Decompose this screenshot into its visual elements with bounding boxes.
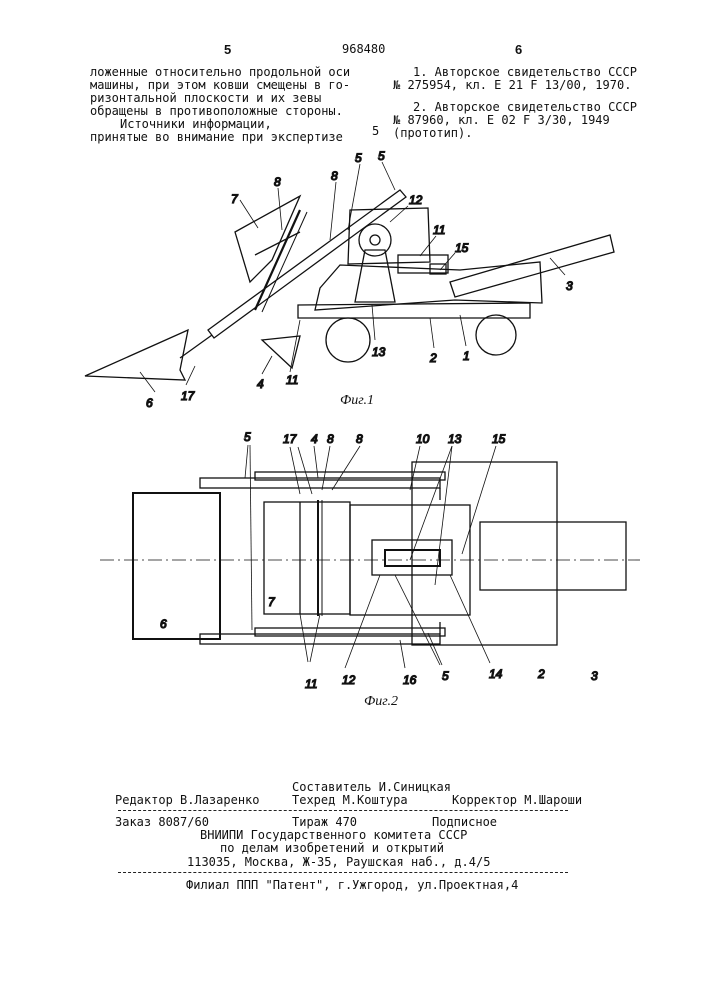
fig2-label: 8	[327, 432, 334, 446]
conveyor-3	[450, 235, 614, 297]
fig2-label: 17	[283, 432, 298, 446]
techred: Техред М.Коштура	[292, 793, 408, 807]
wheel-front	[326, 318, 370, 362]
reference-line: № 87960, кл. Е 02 F 3/30, 1949	[393, 113, 610, 127]
fig2-label: 11	[305, 677, 317, 691]
fig1-label: 15	[455, 241, 469, 255]
org-line-1: ВНИИПИ Государственного комитета СССР	[200, 828, 467, 842]
figure-2-drawing: 5 17 4 8 8 10 13 15 6 7 11 12 16 5 14 2 …	[0, 425, 707, 710]
fig2-label: 16	[403, 673, 417, 687]
fig1-label: 5	[355, 151, 362, 165]
chassis	[298, 303, 530, 318]
body-2	[412, 462, 557, 645]
org-address: 113035, Москва, Ж-35, Раушская наб., д.4…	[187, 855, 490, 869]
fig1-label: 3	[566, 279, 573, 293]
fig1-label: 8	[331, 169, 338, 183]
divider	[118, 810, 568, 811]
fig1-label: 1	[463, 349, 470, 363]
bucket-6-plan	[133, 493, 220, 639]
fig1-label: 11	[286, 373, 298, 387]
circulation: Тираж 470	[292, 815, 357, 829]
fig2-label: 5	[244, 430, 251, 444]
bucket-7	[235, 196, 300, 282]
fig1-label: 4	[257, 377, 264, 391]
fig1-label: 11	[433, 223, 445, 237]
org-line-2: по делам изобретений и открытий	[220, 841, 444, 855]
fig2-label: 10	[416, 432, 430, 446]
branch: Филиал ППП "Патент", г.Ужгород, ул.Проек…	[186, 878, 518, 892]
fig1-label: 13	[372, 345, 386, 359]
page-number-left: 5	[224, 42, 231, 57]
fig1-label: 8	[274, 175, 281, 189]
figure-1-drawing: 7 8 8 5 5 12 11 15 3 6 17 4 11 13 2 1	[0, 140, 707, 415]
fig2-label: 14	[489, 667, 503, 681]
fig2-label: 5	[442, 669, 449, 683]
editor: Редактор В.Лазаренко	[115, 793, 260, 807]
text-line: обращены в противоположные стороны.	[90, 104, 343, 118]
subscription: Подписное	[432, 815, 497, 829]
fig1-label: 5	[378, 149, 385, 163]
order: Заказ 8087/60	[115, 815, 209, 829]
wheel-rear	[476, 315, 516, 355]
bucket-6	[85, 330, 188, 380]
divider	[118, 872, 568, 873]
fig2-label: 6	[160, 617, 167, 631]
corrector: Корректор М.Шароши	[452, 793, 582, 807]
pulley-12	[359, 224, 391, 256]
bucket-7-plan	[264, 502, 350, 614]
reference-line: 1. Авторское свидетельство СССР	[413, 65, 637, 79]
fig1-label: 7	[231, 192, 239, 206]
reference-line: 2. Авторское свидетельство СССР	[413, 100, 637, 114]
figure-1-caption: Фиг.1	[340, 393, 374, 409]
fig2-label: 4	[311, 432, 318, 446]
page-number-right: 6	[515, 42, 522, 57]
text-line: ложенные относительно продольной оси	[90, 65, 350, 79]
figure-2-caption: Фиг.2	[364, 694, 398, 710]
fig1-label: 12	[409, 193, 423, 207]
fig2-label: 8	[356, 432, 363, 446]
fig2-label: 7	[268, 595, 276, 609]
text-line: машины, при этом ковши смещены в го-	[90, 78, 350, 92]
text-line: ризонтальной плоскости и их зевы	[90, 91, 321, 105]
fig2-label: 15	[492, 432, 506, 446]
fig1-label: 17	[181, 389, 196, 403]
fig1-label: 2	[429, 351, 437, 365]
fig2-label: 13	[448, 432, 462, 446]
tower-13	[355, 250, 395, 302]
fig1-label: 6	[146, 396, 153, 410]
fig2-label: 12	[342, 673, 356, 687]
patent-number: 968480	[342, 42, 385, 56]
reference-line: (прототип).	[393, 126, 472, 140]
fig2-label: 3	[591, 669, 598, 683]
fig2-label: 2	[537, 667, 545, 681]
conveyor-3-plan	[480, 522, 626, 590]
compiler: Составитель И.Синицкая	[292, 780, 451, 794]
margin-line-number: 5	[372, 124, 379, 138]
text-line: Источники информации,	[120, 117, 272, 131]
reference-line: № 275954, кл. Е 21 F 13/00, 1970.	[393, 78, 631, 92]
